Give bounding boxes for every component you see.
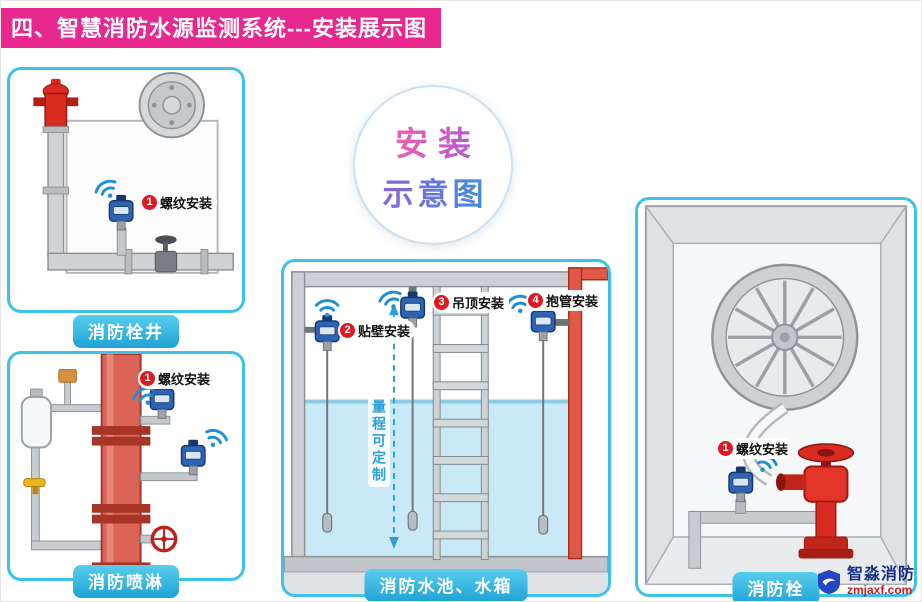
tank-wall [291, 271, 306, 564]
caption-water-tank: 消防水池、水箱 [364, 569, 528, 601]
callout-text: 螺纹安装 [160, 196, 213, 211]
water-tank-illustration [284, 267, 608, 594]
horizontal-pipe [47, 252, 234, 271]
callout-number: 1 [140, 371, 155, 386]
page-title: 四、智慧消防水源监测系统---安装展示图 [1, 8, 441, 48]
hose-reel-icon [711, 263, 859, 411]
brand-site: zmjaxf.com [846, 583, 913, 598]
panel-hydrant: 1 螺纹安装 [635, 197, 917, 597]
panel-water-tank: 2 贴壁安装 3 吊顶安装 4 抱管安装 量程可定制 [281, 259, 611, 597]
manhole-cover-icon [138, 72, 205, 139]
callout-number: 3 [434, 295, 449, 310]
callout-number: 2 [340, 323, 355, 338]
probe-weight-icon [322, 512, 333, 533]
callout-text: 螺纹安装 [736, 442, 789, 457]
callout-text: 贴壁安装 [358, 324, 411, 339]
callout-text: 抱管安装 [546, 294, 599, 309]
gate-valve-icon [154, 235, 178, 273]
callout-threaded-install: 1 螺纹安装 [716, 438, 794, 459]
supply-pipe [688, 511, 821, 524]
ceiling-beam [291, 271, 576, 288]
wifi-icon [314, 299, 340, 319]
sensor-icon [314, 314, 340, 352]
fitting-icon [58, 369, 77, 383]
badge-line2: 示意图 [379, 169, 488, 214]
hydrant-valve-icon [776, 443, 855, 559]
callout-threaded-install: 1 螺纹安装 [138, 368, 216, 389]
hydrant-well-illustration [33, 72, 234, 275]
sensor-icon [180, 438, 206, 476]
probe-weight-icon [538, 514, 549, 535]
brand-logo-icon [817, 569, 840, 594]
ladder-icon [432, 286, 489, 561]
fire-hydrant-icon [33, 78, 79, 130]
callout-text: 吊顶安装 [452, 296, 505, 311]
schematic-badge: 安装 示意图 [353, 85, 513, 245]
caption-hydrant-well: 消防栓井 [73, 315, 179, 348]
callout-ceiling-install: 3 吊顶安装 [432, 292, 510, 313]
sensor-stub-pipe [116, 227, 127, 256]
caption-hydrant: 消防栓 [732, 572, 820, 601]
sprinkler-illustration [20, 354, 230, 578]
hydrant-cabinet-illustration [644, 205, 908, 585]
callout-wall-install: 2 贴壁安装 [338, 320, 416, 341]
badge-line1: 安装 [385, 117, 481, 165]
wifi-icon [200, 425, 230, 453]
yellow-valve-icon [23, 478, 46, 495]
panel-hydrant-well: 1 螺纹安装 [7, 67, 245, 313]
expansion-tank-icon [20, 388, 52, 449]
callout-number: 1 [142, 195, 157, 210]
probe-weight-icon [407, 510, 418, 531]
range-note: 量程可定制 [368, 396, 390, 487]
handwheel-valve-icon [140, 525, 178, 553]
callout-pipe-clamp-install: 4 抱管安装 [526, 290, 604, 311]
brand-name: 智淼消防 [846, 565, 915, 583]
brand-watermark: 智淼消防 zmjaxf.com [816, 566, 915, 598]
callout-number: 1 [718, 441, 733, 456]
red-standpipe [567, 267, 583, 560]
callout-threaded-install: 1 螺纹安装 [140, 192, 218, 213]
panel-sprinkler: 1 螺纹安装 [7, 351, 245, 581]
callout-number: 4 [528, 293, 543, 308]
callout-text: 螺纹安装 [158, 372, 211, 387]
caption-sprinkler: 消防喷淋 [73, 565, 179, 598]
